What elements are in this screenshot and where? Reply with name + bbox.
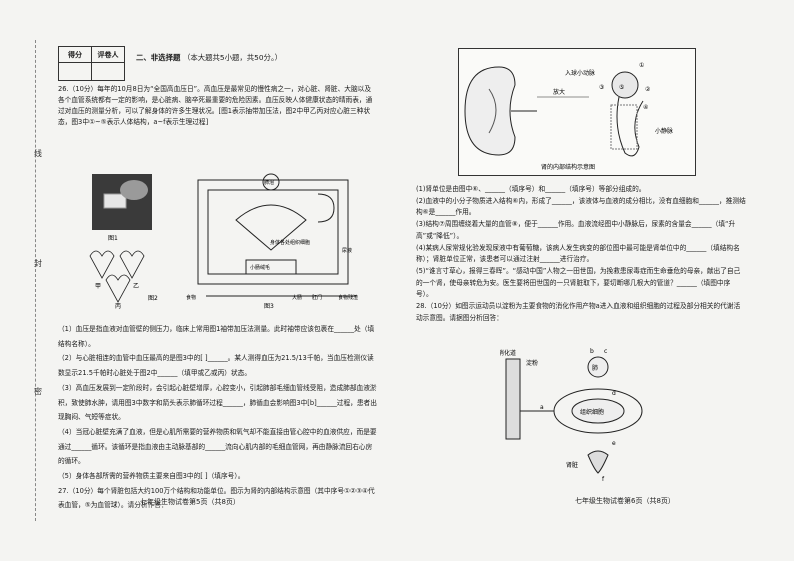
villi-label: 小肠绒毛 [250, 264, 270, 271]
heart-label-bing: 丙 [115, 303, 121, 310]
circulation-loop [197, 173, 356, 297]
q26-sub5: （5）身体各部所需的营养物质主要来自图3中的[ ]（填序号）。 [58, 472, 245, 481]
question-28-intro: 28.（10分）如图示运动员以淀粉为主要食物的消化作用产物a进入血液和组织细胞的… [416, 302, 741, 322]
num-3: ③ [599, 84, 604, 91]
figure-blood-circulation: 图1 甲 乙 丙 图2 肺泡 身体各处组织细胞 小肠 [86, 170, 378, 310]
binding-char: 密 [34, 387, 42, 396]
binding-dashed-line [35, 40, 36, 521]
page-footer-right: 七年级生物试卷第6页（共8页） [575, 497, 675, 505]
label-e: e [612, 440, 616, 447]
q27-sub2: (2)血液中的小分子物质进入结构⑥内，形成了______，该液体与血液的成分相比… [416, 196, 746, 217]
q26-sub3: （3）高血压发展到一定阶段时，会引起心脏壁增厚，心腔变小，引起肺部毛细血管线受阻… [58, 383, 377, 422]
kidney-diagram: 放大 入球小动脉 小静脉 ① ② ③ ④ ⑤ 肾的内部结构示意图 [464, 62, 673, 171]
label-f: f [602, 476, 605, 483]
metabolism-diagram: 消化道 淀粉 a 组织细胞 肺 b c d 肾脏 e f [498, 348, 643, 483]
grader-label: 评卷人 [91, 46, 125, 63]
question-27-subs: (1)肾单位是由图中⑥、______（填序号）和______（填序号）等部分组成… [416, 184, 746, 324]
question-26-subs: （1）血压是指血液对血管壁的侧压力，临床上常用图1袖带加压法测量。此时袖带应该包… [58, 322, 378, 513]
residue-label: 食物残渣 [338, 294, 358, 301]
q27-sub5: (5)“谁言寸草心，报得三春晖”。“感动中国”人物之一田世国，为挽救患尿毒症而生… [416, 266, 741, 299]
alveolus-label: 肺泡 [264, 179, 274, 186]
q27-sub4: (4)某病人尿常规化验发现尿液中有葡萄糖，该病人发生病变的部位图中最可能是肾单位… [416, 243, 740, 264]
kidney-label: 肾脏 [566, 461, 578, 469]
question-26-intro: 26.（10分）每年的10月8日为“全国高血压日”。高血压是最常见的慢性病之一，… [58, 85, 373, 126]
figure-metabolism: 消化道 淀粉 a 组织细胞 肺 b c d 肾脏 e f [498, 345, 650, 485]
fig1-label: 图1 [108, 235, 118, 242]
q26-sub1: （1）血压是指血液对血管壁的侧压力，临床上常用图1袖带加压法测量。此时袖带应该包… [58, 325, 375, 348]
q26-sub4: （4）当冠心脏壁充满了血液，但是心肌所需要的营养物质和氧气却不能直接由管心腔中的… [58, 427, 377, 466]
q27-sub3: (3)结构⑦周围缠绕着大量的血管⑧，便于______作用。血液流经图中小静脉后，… [416, 220, 736, 240]
urine-label: 尿液 [342, 247, 352, 254]
num-1: ① [639, 62, 644, 69]
num-5: ⑤ [619, 84, 624, 91]
heart-label-yi: 乙 [133, 283, 139, 290]
colon-label: 大肠 [292, 294, 302, 301]
question-27-intro: 27.（10分）每个肾脏包括大约100万个结构和功能单位。图示为肾的内部结构示意… [58, 486, 375, 510]
section-note: （本大题共5小题，共50分。） [182, 53, 283, 62]
section-title: 二、非选择题 （本大题共5小题，共50分。） [136, 52, 282, 63]
q27-sub1: (1)肾单位是由图中⑥、______（填序号）和______（填序号）等部分组成… [416, 185, 646, 193]
page-footer-left: 七年级生物试卷第5页（共8页） [140, 498, 240, 506]
section-title-text: 二、非选择题 [136, 53, 181, 62]
num-4: ④ [643, 104, 648, 111]
label-b: b [590, 348, 594, 355]
figure-kidney: 放大 入球小动脉 小静脉 ① ② ③ ④ ⑤ 肾的内部结构示意图 [458, 48, 696, 176]
digestive-tract-label: 消化道 [500, 349, 516, 357]
circulation-diagram: 图1 甲 乙 丙 图2 肺泡 身体各处组织细胞 小肠 [89, 173, 358, 310]
fig2-label: 图2 [148, 295, 158, 302]
magnify-label: 放大 [553, 88, 565, 96]
binding-char: 封 [34, 259, 42, 268]
starch-label: 淀粉 [526, 359, 538, 367]
score-cell[interactable] [58, 62, 92, 81]
food-label: 食物 [186, 294, 196, 301]
venule-label: 小静脉 [655, 127, 673, 135]
tissue-cell-label: 身体各处组织细胞 [270, 239, 310, 246]
label-d: d [612, 390, 616, 397]
score-table: 得分 评卷人 [58, 46, 125, 81]
q26-sub2: （2）与心脏相连的血管中血压最高的是图3中的[ ]______。某人测得血压为2… [58, 354, 374, 378]
tissue-cell-label: 组织细胞 [580, 408, 604, 416]
binding-margin: 线 封 密 [4, 0, 42, 561]
afferent-label: 入球小动脉 [565, 69, 595, 77]
num-2: ② [645, 86, 651, 93]
lung-label: 肺 [592, 365, 598, 372]
label-a: a [540, 404, 544, 411]
kidney-caption: 肾的内部结构示意图 [541, 163, 595, 171]
label-c: c [604, 348, 607, 355]
grader-cell[interactable] [91, 62, 125, 81]
fig3-label: 图3 [264, 303, 274, 310]
anus-label: 肛门 [312, 294, 322, 301]
heart-label-jia: 甲 [95, 283, 101, 290]
score-label: 得分 [58, 46, 92, 63]
heart-states [89, 250, 145, 303]
binding-char: 线 [34, 149, 42, 158]
